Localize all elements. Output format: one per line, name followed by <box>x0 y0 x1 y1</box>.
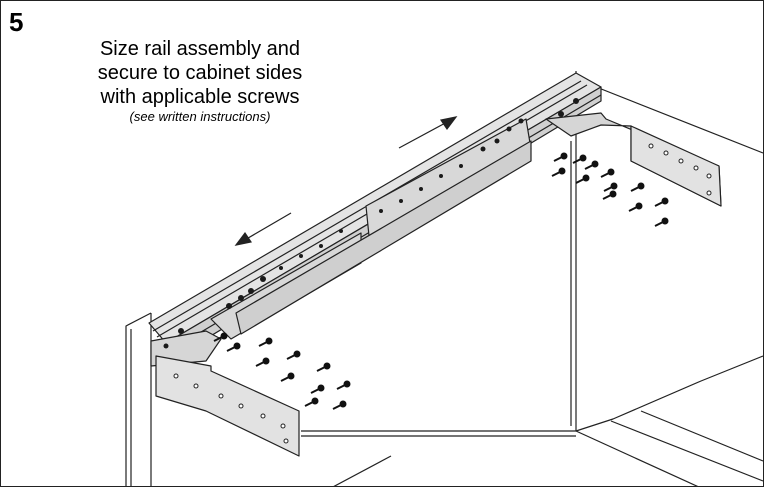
left-bracket <box>150 330 300 457</box>
caption-note: (see written instructions) <box>129 109 271 124</box>
screws-right-group <box>551 152 669 227</box>
caption-line-1: Size rail assembly and <box>99 38 301 60</box>
bracket-holes <box>173 143 712 444</box>
cabinet-outline <box>125 71 763 486</box>
caption-line-3: with applicable screws <box>100 86 300 108</box>
instruction-caption: Size rail assembly and secure to cabinet… <box>61 37 339 125</box>
right-bracket <box>545 112 722 207</box>
rail-holes <box>163 98 579 349</box>
arrow-left-icon <box>234 212 292 246</box>
rail-segment-right <box>235 118 532 335</box>
screws-left-group <box>213 332 351 410</box>
arrow-right-icon <box>398 116 458 149</box>
caption-line-2: secure to cabinet sides <box>97 62 303 84</box>
step-number: 5 <box>9 7 24 37</box>
